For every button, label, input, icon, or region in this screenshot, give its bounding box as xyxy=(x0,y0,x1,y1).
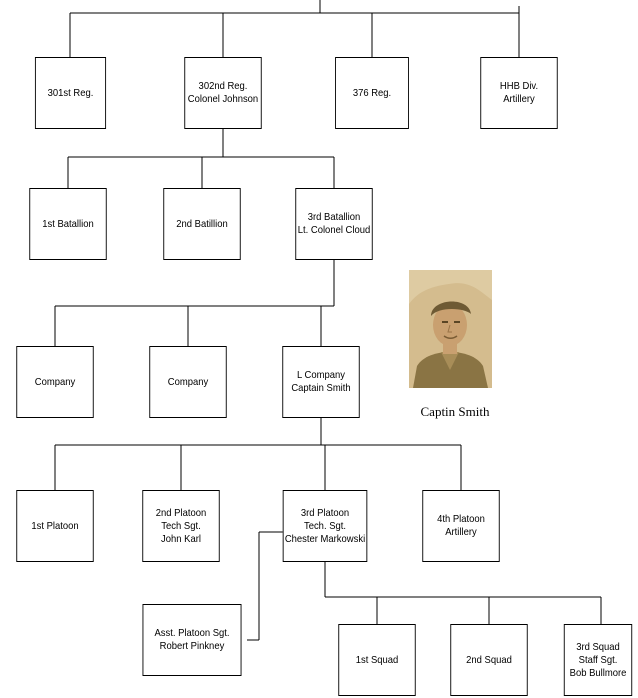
org-box-2nd-platoon: 2nd Platoon Tech Sgt. John Karl xyxy=(142,490,220,562)
org-box-302nd-regiment: 302nd Reg. Colonel Johnson xyxy=(184,57,262,129)
org-box-label: John Karl xyxy=(161,532,201,545)
org-box-label: Tech Sgt. xyxy=(161,519,201,532)
org-box-company-1: Company xyxy=(16,346,94,418)
org-box-3rd-squad: 3rd Squad Staff Sgt. Bob Bullmore xyxy=(563,624,633,696)
org-box-label: 2nd Platoon xyxy=(155,506,207,519)
org-box-label: Company xyxy=(34,375,76,388)
org-box-376-regiment: 376 Reg. xyxy=(335,57,409,129)
org-box-label: 2nd Squad xyxy=(466,653,512,666)
org-box-label: Asst. Platoon Sgt. xyxy=(154,627,230,639)
org-box-label: Colonel Johnson xyxy=(187,93,259,105)
org-box-label: 1st Batallion xyxy=(42,217,94,230)
org-box-2nd-battalion: 2nd Batillion xyxy=(163,188,241,260)
org-box-4th-platoon: 4th Platoon Artillery xyxy=(422,490,500,562)
org-box-label: 3rd Platoon xyxy=(300,506,350,519)
org-box-1st-platoon: 1st Platoon xyxy=(16,490,94,562)
org-box-label: Chester Markowski xyxy=(284,532,366,545)
org-box-label: Robert Pinkney xyxy=(159,640,225,652)
photo-caption: Captin Smith xyxy=(420,404,490,419)
captain-smith-photo xyxy=(409,270,492,388)
org-box-label: 4th Platoon xyxy=(437,513,485,525)
org-box-label: Bob Bullmore xyxy=(569,666,627,679)
org-box-1st-squad: 1st Squad xyxy=(338,624,416,696)
org-box-label: 302nd Reg. xyxy=(198,80,248,92)
org-box-label: Artillery xyxy=(503,93,535,105)
org-box-label: HHB Div. xyxy=(499,80,539,92)
org-box-asst-platoon-sgt: Asst. Platoon Sgt. Robert Pinkney xyxy=(142,604,242,676)
org-box-label: 1st Platoon xyxy=(31,519,79,532)
org-box-301st-regiment: 301st Reg. xyxy=(34,57,107,129)
org-box-l-company: L Company Captain Smith xyxy=(282,346,360,418)
org-box-label: Staff Sgt. xyxy=(578,653,618,666)
org-box-1st-battalion: 1st Batallion xyxy=(29,188,107,260)
org-box-label: L Company xyxy=(297,369,345,381)
org-box-3rd-platoon: 3rd Platoon Tech. Sgt. Chester Markowski xyxy=(282,490,368,562)
org-box-label: 3rd Squad xyxy=(576,640,620,653)
org-box-label: Lt. Colonel Cloud xyxy=(297,224,371,236)
org-box-label: 301st Reg. xyxy=(47,86,94,99)
org-box-label: 376 Reg. xyxy=(352,86,392,99)
org-box-label: Tech. Sgt. xyxy=(303,519,347,532)
org-box-label: 3rd Batallion xyxy=(307,211,361,223)
org-box-label: Captain Smith xyxy=(291,382,351,394)
org-box-3rd-battalion: 3rd Batallion Lt. Colonel Cloud xyxy=(295,188,373,260)
org-box-label: Company xyxy=(167,375,209,388)
org-box-label: 1st Squad xyxy=(355,653,399,666)
org-box-label: 2nd Batillion xyxy=(176,217,228,230)
org-box-hhb-div-artillery: HHB Div. Artillery xyxy=(480,57,558,129)
org-box-company-2: Company xyxy=(149,346,227,418)
org-box-label: Artillery xyxy=(445,526,477,538)
org-box-2nd-squad: 2nd Squad xyxy=(450,624,528,696)
